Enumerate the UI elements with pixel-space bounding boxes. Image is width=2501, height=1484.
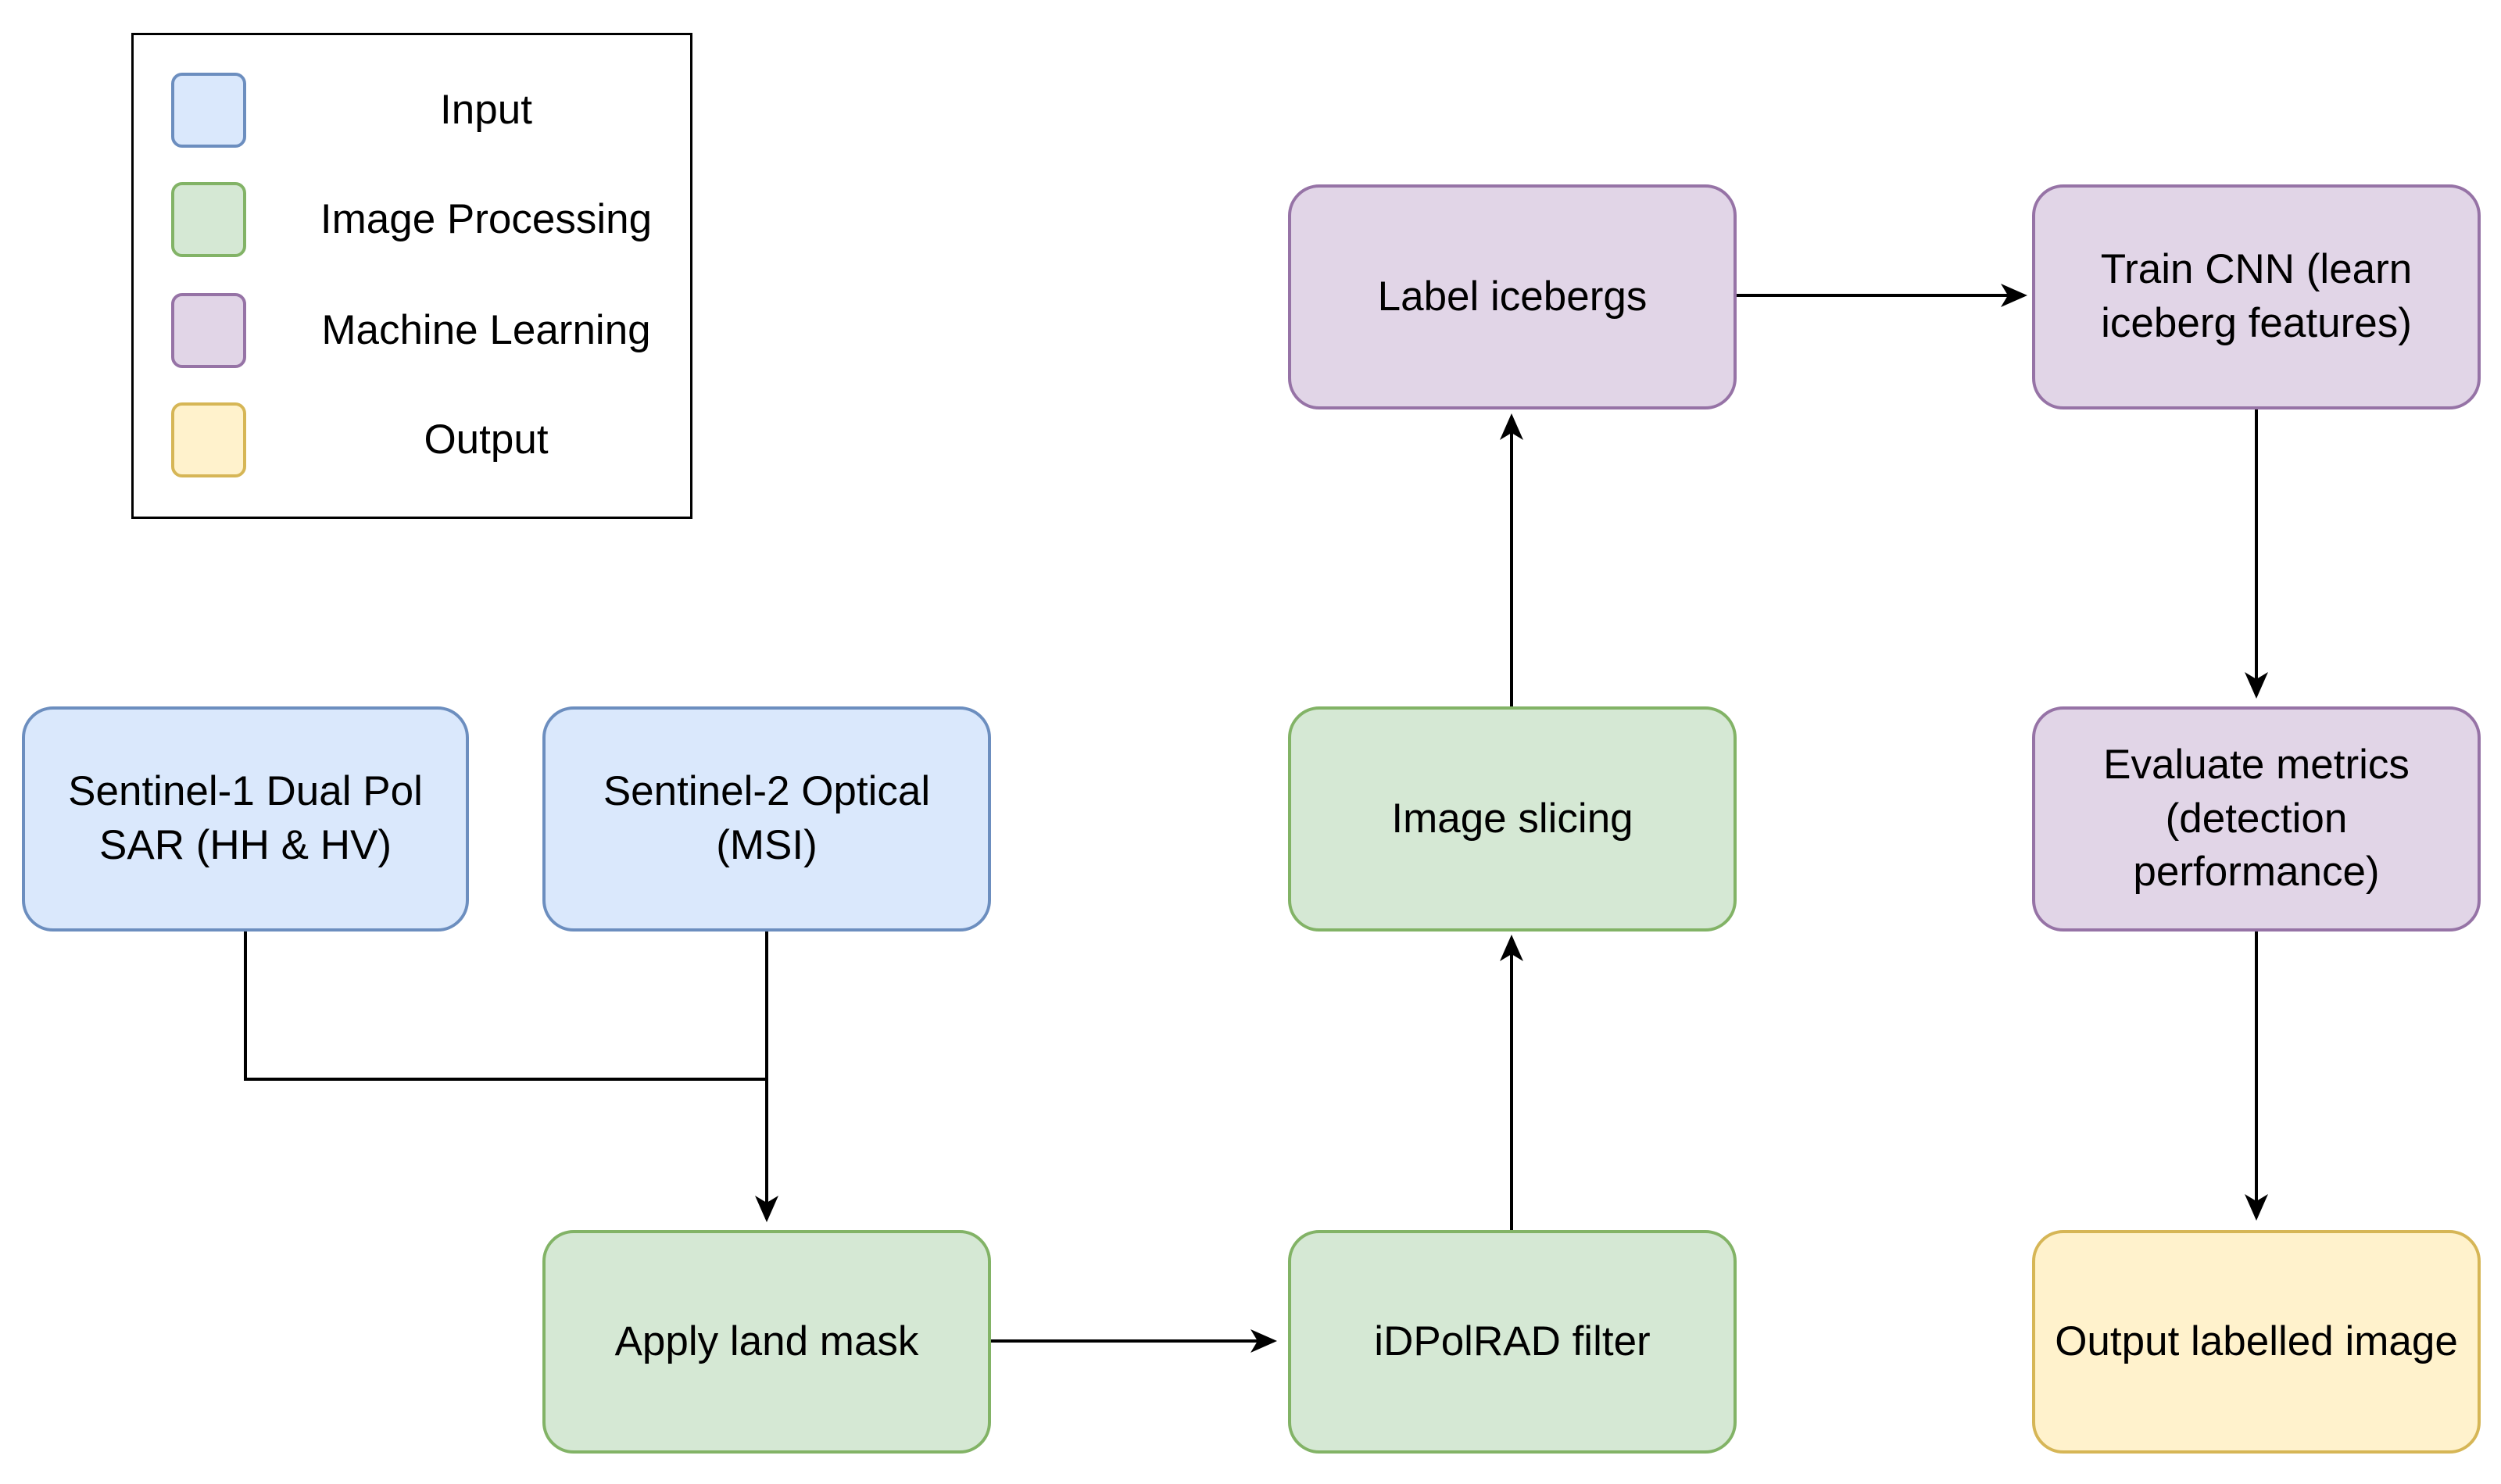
legend-label-image-processing: Image Processing bbox=[320, 196, 653, 242]
node-sentinel-1-label: Sentinel-1 Dual Pol SAR (HH & HV) bbox=[68, 768, 423, 868]
node-sentinel-2-label: Sentinel-2 Optical (MSI) bbox=[603, 768, 931, 868]
node-idpolrad-filter-label: iDPolRAD filter bbox=[1374, 1318, 1651, 1364]
node-evaluate-metrics-label: Evaluate metrics (detection performance) bbox=[2103, 741, 2410, 896]
node-idpolrad-filter: iDPolRAD filter bbox=[1288, 1230, 1737, 1454]
legend: Input Image Processing Machine Learning … bbox=[131, 33, 692, 519]
node-label-icebergs-label: Label icebergs bbox=[1377, 273, 1648, 320]
edge-sentinel1-to-merge bbox=[244, 932, 767, 1081]
legend-swatch-machine-learning bbox=[171, 293, 246, 368]
node-evaluate-metrics: Evaluate metrics (detection performance) bbox=[2032, 706, 2481, 932]
node-train-cnn-label: Train CNN (learn iceberg features) bbox=[2100, 246, 2413, 346]
node-sentinel-1: Sentinel-1 Dual Pol SAR (HH & HV) bbox=[22, 706, 469, 932]
legend-label-output: Output bbox=[424, 417, 549, 463]
node-image-slicing: Image slicing bbox=[1288, 706, 1737, 932]
legend-swatch-output bbox=[171, 402, 246, 477]
legend-item-image-processing: Image Processing bbox=[134, 182, 690, 257]
node-output-labelled-image-label: Output labelled image bbox=[2055, 1318, 2458, 1364]
legend-item-machine-learning: Machine Learning bbox=[134, 293, 690, 368]
node-image-slicing-label: Image slicing bbox=[1391, 795, 1633, 842]
node-sentinel-2: Sentinel-2 Optical (MSI) bbox=[542, 706, 991, 932]
node-apply-land-mask: Apply land mask bbox=[542, 1230, 991, 1454]
node-apply-land-mask-label: Apply land mask bbox=[614, 1318, 919, 1364]
node-label-icebergs: Label icebergs bbox=[1288, 184, 1737, 409]
legend-label-input: Input bbox=[440, 87, 532, 133]
legend-label-machine-learning: Machine Learning bbox=[321, 307, 651, 353]
legend-swatch-image-processing bbox=[171, 182, 246, 257]
legend-item-output: Output bbox=[134, 402, 690, 477]
legend-swatch-input bbox=[171, 73, 246, 148]
node-train-cnn: Train CNN (learn iceberg features) bbox=[2032, 184, 2481, 409]
legend-item-input: Input bbox=[134, 73, 690, 148]
node-output-labelled-image: Output labelled image bbox=[2032, 1230, 2481, 1454]
